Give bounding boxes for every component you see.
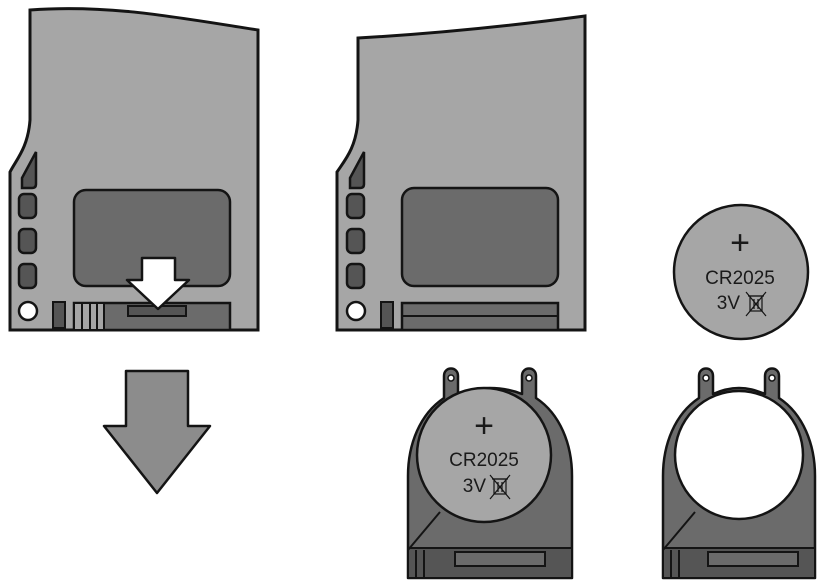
battery-body bbox=[672, 203, 810, 341]
side-button-2 bbox=[345, 227, 366, 255]
side-button-3 bbox=[345, 262, 366, 290]
battery-polarity: + bbox=[730, 224, 750, 262]
holder-opening bbox=[673, 389, 805, 521]
coin-battery-loose: + CR2025 3V bbox=[672, 203, 810, 341]
battery-body bbox=[415, 386, 553, 524]
side-button-3 bbox=[17, 262, 38, 290]
small-slot bbox=[380, 301, 394, 329]
holder-tab-hole-left bbox=[447, 374, 455, 382]
big-down-arrow-icon bbox=[102, 369, 212, 495]
side-button-1 bbox=[17, 192, 38, 220]
holder-latch bbox=[707, 551, 799, 567]
device-back-closed-panel bbox=[335, 14, 587, 332]
battery-voltage: 3V bbox=[463, 476, 487, 497]
side-button-top bbox=[20, 151, 38, 190]
device-back-with-tray-panel bbox=[8, 7, 260, 332]
holder-tab-hole-left bbox=[702, 374, 710, 382]
label-recess bbox=[400, 186, 560, 288]
holder-tab-hole-right bbox=[768, 374, 776, 382]
crossed-out-bin-icon bbox=[745, 291, 767, 317]
battery-holder-with-cell: + CR2025 3V bbox=[406, 367, 574, 580]
holder-tab-hole-right bbox=[525, 374, 533, 382]
small-slot bbox=[52, 301, 66, 329]
side-button-top bbox=[348, 151, 366, 190]
battery-model: CR2025 bbox=[705, 268, 775, 289]
indicator-light bbox=[17, 300, 39, 322]
side-button-1 bbox=[345, 192, 366, 220]
battery-model: CR2025 bbox=[449, 450, 519, 471]
holder-latch bbox=[454, 551, 546, 567]
battery-holder-empty bbox=[661, 367, 817, 580]
indicator-light bbox=[345, 300, 367, 322]
crossed-out-bin-icon bbox=[489, 474, 511, 500]
battery-polarity: + bbox=[474, 407, 494, 445]
side-button-2 bbox=[17, 227, 38, 255]
battery-voltage: 3V bbox=[717, 293, 741, 314]
down-arrow-icon bbox=[125, 256, 191, 311]
